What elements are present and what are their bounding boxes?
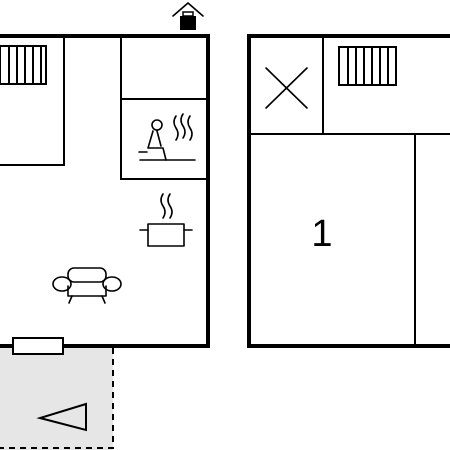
- sauna-room: [120, 98, 209, 180]
- terrace-arrow-icon: [36, 402, 87, 432]
- bed-icon: [0, 45, 47, 85]
- bed-icon: [338, 46, 397, 86]
- storage-room: [120, 35, 209, 100]
- sofa-icon: [52, 267, 122, 304]
- upper-floor: 1: [247, 34, 450, 348]
- room-label-1: 1: [311, 213, 332, 255]
- ground-floor: [0, 34, 210, 355]
- terrace: [0, 346, 114, 450]
- window-icon: [12, 337, 64, 355]
- sauna-icon: [138, 113, 196, 161]
- kitchen-pot-icon: [139, 193, 193, 247]
- entrance-house-icon: [172, 2, 204, 30]
- void-cross-icon: [265, 67, 308, 109]
- bedroom-wall: [0, 36, 65, 166]
